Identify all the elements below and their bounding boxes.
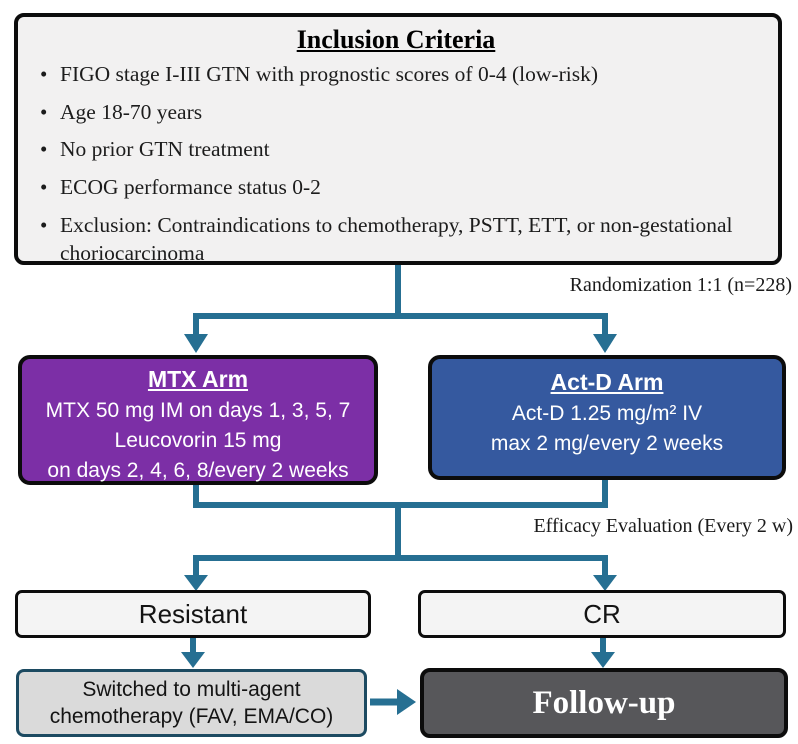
actd-arm-dose-line: Act-D 1.25 mg/m² IV (511, 402, 703, 425)
inclusion-criteria-list: FIGO stage I-III GTN with prognostic sco… (30, 61, 762, 267)
followup-box: Follow-up (420, 668, 788, 738)
mtx-arm-leucovorin-line: Leucovorin 15 mg (114, 428, 282, 452)
outcome-connector (190, 638, 606, 654)
switched-line-2: chemotherapy (FAV, EMA/CO) (49, 705, 334, 728)
mtx-arm-dose-line: MTX 50 mg IM on days 1, 3, 5, 7 (45, 399, 351, 422)
switched-multiagent-box: Switched to multi-agent chemotherapy (FA… (16, 669, 367, 737)
inclusion-item-figo: FIGO stage I-III GTN with prognostic sco… (40, 61, 762, 89)
randomization-label: Randomization 1:1 (n=228) (569, 274, 792, 296)
arrow-down-to-resistant-icon (184, 575, 208, 591)
mtx-arm-box: MTX Arm MTX 50 mg IM on days 1, 3, 5, 7 … (18, 355, 378, 485)
arrow-down-to-cr-icon (593, 575, 617, 591)
actd-arm-schedule-line: max 2 mg/every 2 weeks (490, 431, 724, 455)
actd-arm-title: Act-D Arm (550, 369, 664, 395)
cr-box: CR (418, 590, 786, 638)
arrow-down-to-actd-icon (593, 334, 617, 353)
inclusion-item-age: Age 18-70 years (40, 99, 762, 127)
arrow-right-to-followup-icon (397, 689, 416, 715)
arrow-down-to-followup-icon (591, 652, 615, 668)
arrow-down-to-switched-icon (181, 652, 205, 668)
actd-arm-box: Act-D Arm Act-D 1.25 mg/m² IV max 2 mg/e… (428, 355, 786, 480)
efficacy-connector (193, 478, 608, 577)
inclusion-criteria-box: Inclusion Criteria FIGO stage I-III GTN … (14, 13, 782, 265)
mtx-arm-title: MTX Arm (147, 366, 249, 392)
inclusion-item-no-prior-treatment: No prior GTN treatment (40, 136, 762, 164)
randomization-connector (193, 264, 608, 337)
inclusion-item-ecog: ECOG performance status 0-2 (40, 174, 762, 202)
inclusion-criteria-title: Inclusion Criteria (296, 25, 496, 54)
inclusion-item-exclusion: Exclusion: Contraindications to chemothe… (40, 212, 762, 267)
switched-line-1: Switched to multi-agent (82, 677, 301, 701)
resistant-box: Resistant (15, 590, 371, 638)
efficacy-evaluation-label: Efficacy Evaluation (Every 2 w) (533, 515, 793, 537)
mtx-arm-schedule-line: on days 2, 4, 6, 8/every 2 weeks (47, 458, 349, 482)
arrow-down-to-mtx-icon (184, 334, 208, 353)
